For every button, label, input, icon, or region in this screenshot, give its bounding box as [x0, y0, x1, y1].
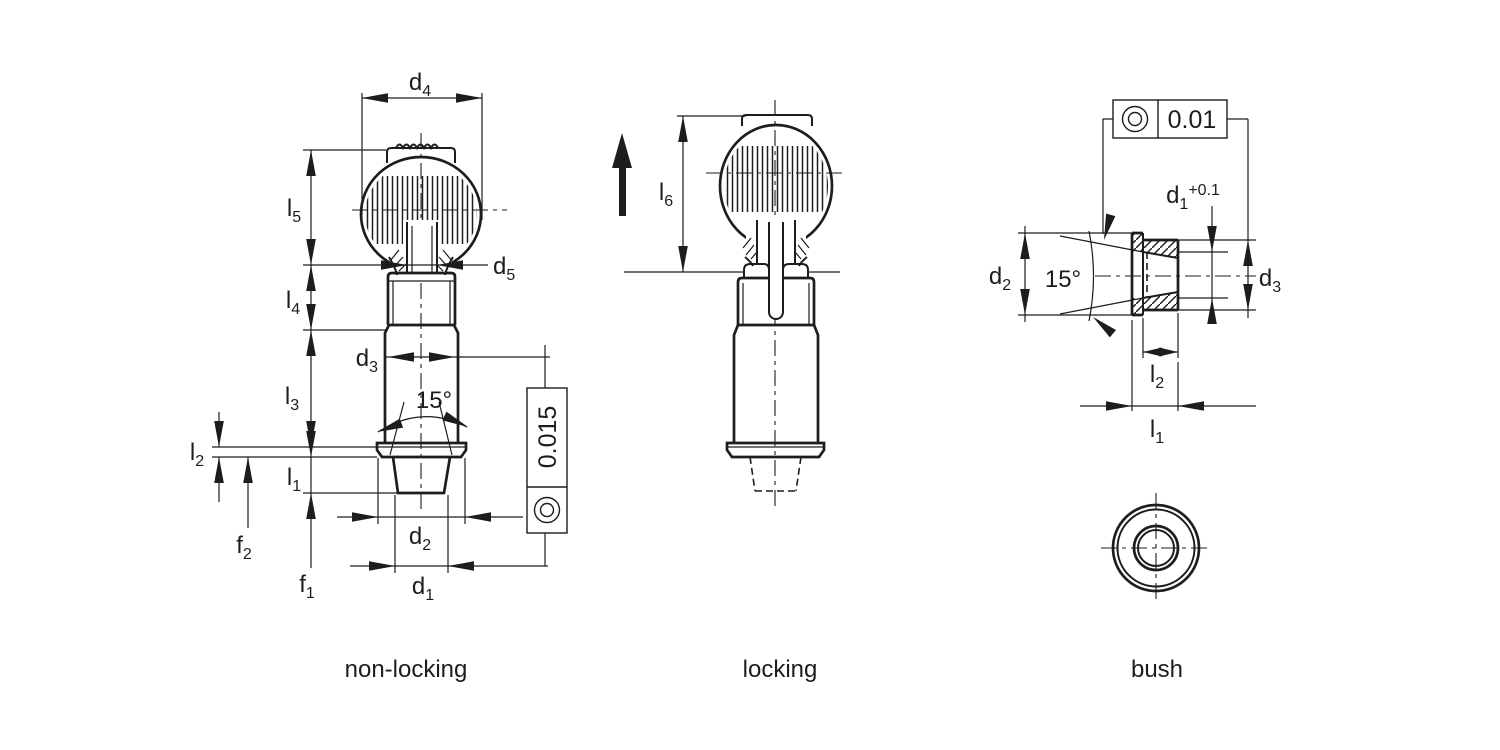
dim-label-d1-tol: d1+0.1: [1166, 182, 1220, 213]
dim-label-l2: l2: [1150, 361, 1164, 392]
dim-label-d5: d5: [493, 253, 515, 284]
dim-label-angle: 15°: [416, 387, 452, 414]
slot-bottom: [768, 311, 784, 320]
bush-section: [1130, 231, 1180, 317]
figure-locking: l6: [612, 100, 846, 508]
caption-bush: bush: [1131, 656, 1183, 683]
tolerance-value: 0.015: [534, 406, 562, 469]
tolerance-value: 0.01: [1168, 106, 1217, 134]
dim-label-l4: l4: [286, 287, 300, 318]
dim-label-d3: d3: [356, 345, 378, 376]
pull-direction-arrow-icon: [612, 133, 632, 216]
plunger-body: [383, 323, 460, 443]
flange: [375, 441, 468, 459]
plunger-sleeve: [386, 271, 457, 325]
dim-label-d1: d1: [412, 573, 434, 604]
dim-label-l2: l2: [190, 439, 204, 470]
concentricity-icon: [1121, 105, 1149, 133]
chamfer-hatching: [742, 237, 810, 260]
caption-non-locking: non-locking: [345, 656, 468, 683]
dim-label-f2: f2: [236, 532, 252, 563]
knob-cap: [741, 114, 813, 126]
dim-label-d4: d4: [409, 69, 431, 100]
dim-label-d3: d3: [1259, 265, 1281, 296]
figure-bush: 0.01 15°: [989, 99, 1281, 603]
caption-locking: locking: [743, 656, 818, 683]
dim-label-l5: l5: [287, 195, 301, 226]
dim-label-f1: f1: [299, 571, 315, 602]
dim-label-l1: l1: [1150, 416, 1164, 447]
knurling: [724, 146, 828, 212]
tolerance-frame-0015: 0.015: [526, 387, 568, 534]
tolerance-frame-001: 0.01: [1112, 99, 1228, 139]
dim-label-angle: 15°: [1045, 266, 1081, 293]
plunger-body: [732, 323, 820, 443]
detent-tab-left: [743, 263, 770, 278]
dim-label-l1: l1: [287, 464, 301, 495]
angle-arc: [1088, 230, 1095, 322]
dim-label-l6: l6: [659, 179, 673, 210]
knob-cap: [386, 147, 456, 163]
dim-label-d2: d2: [989, 263, 1011, 294]
detent-tab-right: [782, 263, 809, 278]
retracted-pin-hidden: [749, 456, 802, 492]
figure-non-locking: 15° d4 l5 l4 l3 l1 d5 d3: [190, 69, 568, 604]
locating-pin: [391, 456, 452, 495]
dim-label-d2: d2: [409, 523, 431, 554]
concentricity-icon: [533, 496, 561, 524]
flange: [725, 441, 826, 459]
bush-front-view: [1101, 493, 1211, 603]
dim-label-l3: l3: [285, 383, 299, 414]
knob-grip-serrations: [395, 143, 439, 151]
